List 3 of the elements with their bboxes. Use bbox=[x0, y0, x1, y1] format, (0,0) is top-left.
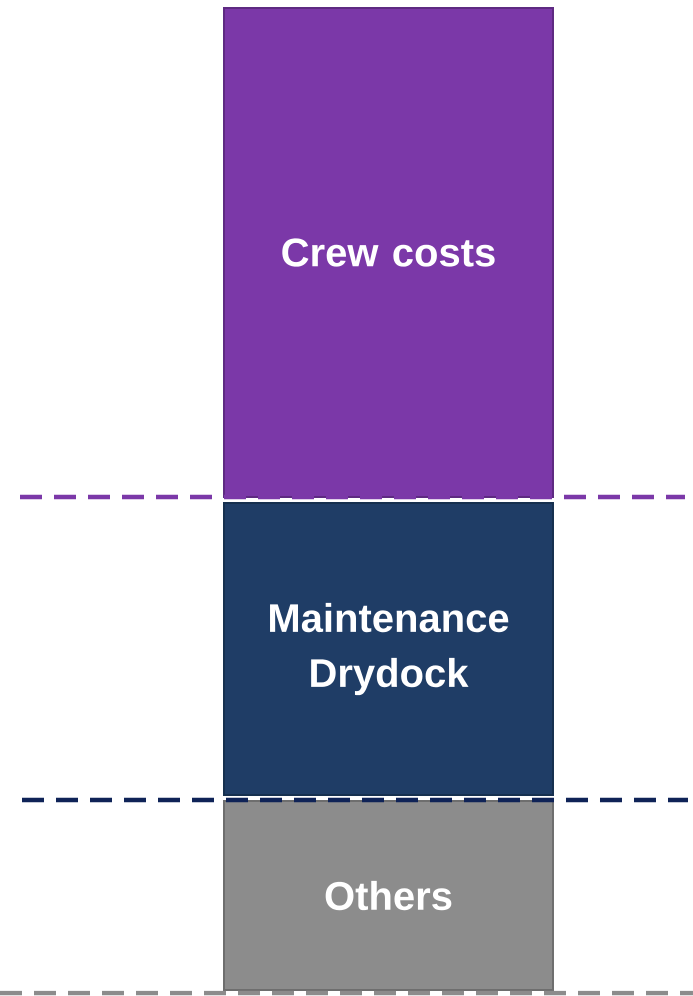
stacked-bar-segment: Crew costs bbox=[223, 7, 554, 498]
stacked-bar-segment: Others bbox=[223, 800, 554, 991]
stacked-bar-segment: Maintenance Drydock bbox=[223, 502, 554, 796]
